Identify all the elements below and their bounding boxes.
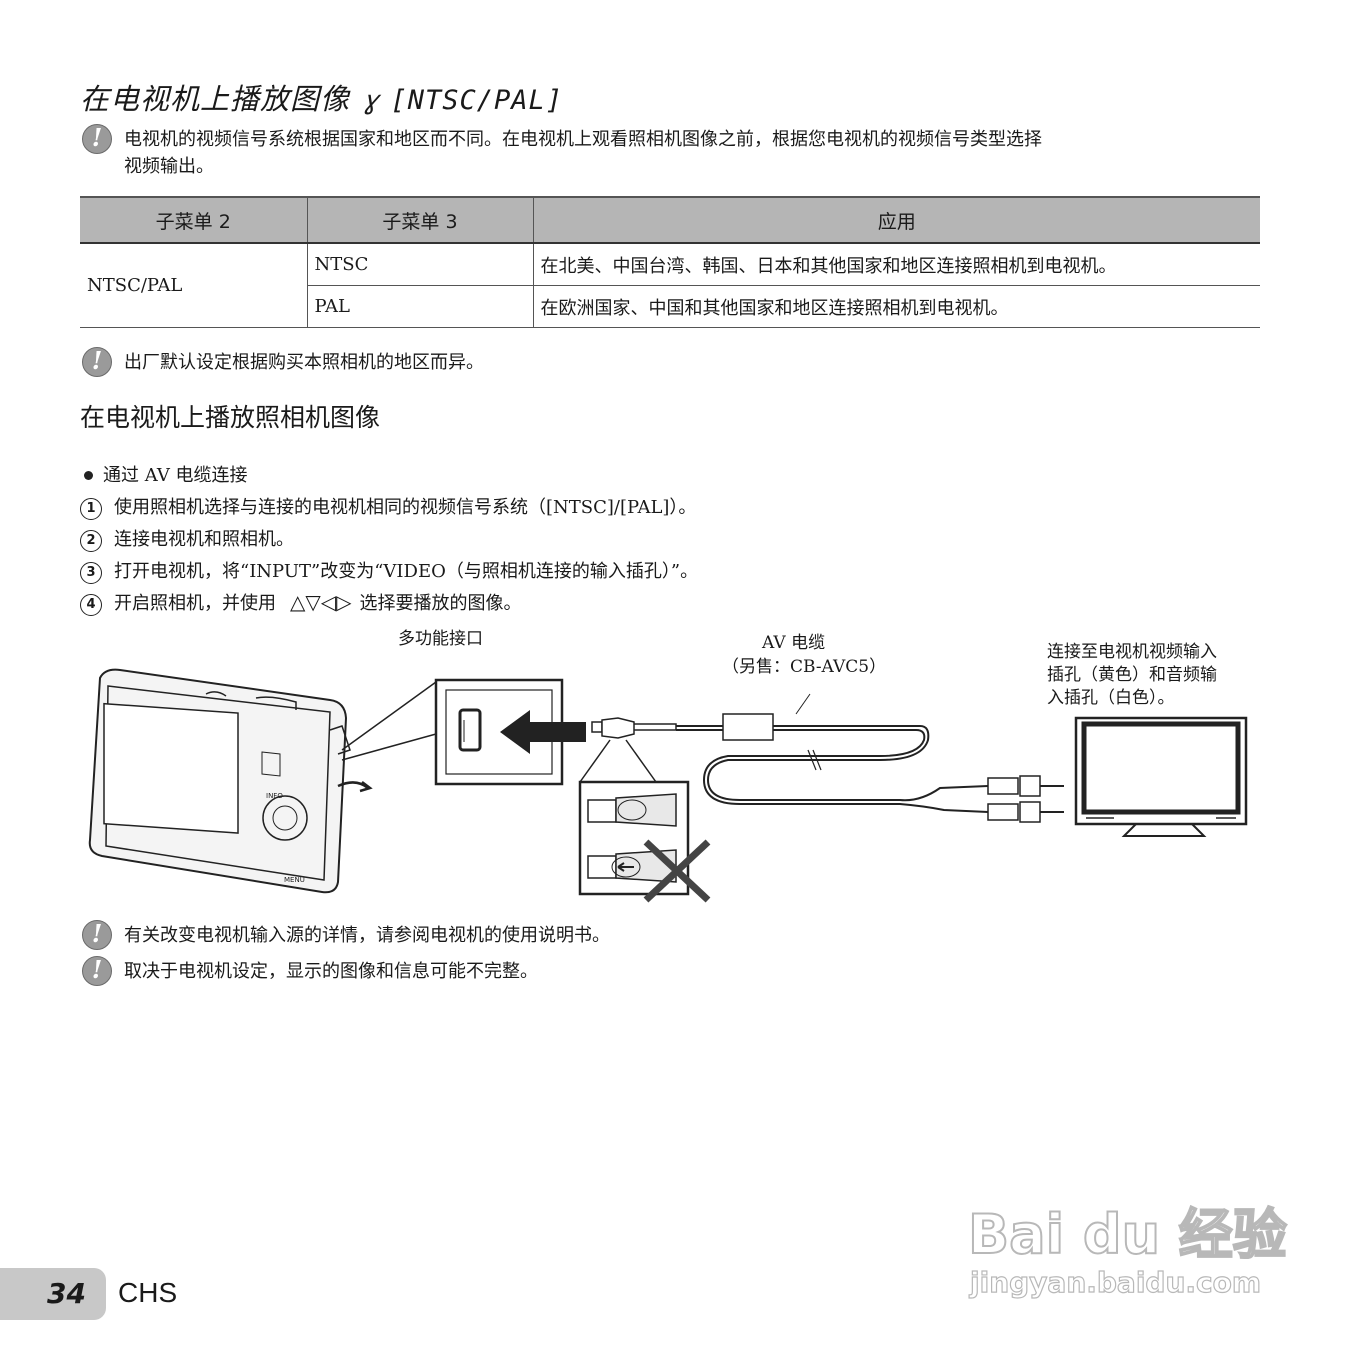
camera-illustration: INFO MENU — [88, 668, 373, 894]
bullet-text: 通过 AV 电缆连接 — [103, 465, 248, 486]
label-av-cable: AV 电缆 — [762, 633, 826, 653]
setup-wrench-icon: ɣ — [361, 86, 384, 116]
step-4: 4 开启照相机，并使用 △▽◁▷ 选择要播放的图像。 — [80, 589, 522, 616]
page-number: 34 — [0, 1268, 106, 1320]
caution-icon — [82, 955, 112, 986]
step-number: 1 — [80, 498, 102, 520]
step-number: 3 — [80, 562, 102, 584]
step-3: 3 打开电视机，将“INPUT”改变为“VIDEO（与照相机连接的输入插孔）”。 — [80, 557, 698, 584]
col-header-submenu3: 子菜单 3 — [306, 196, 533, 244]
table-row: PAL 在欧洲国家、中国和其他国家和地区连接照相机到电视机。 — [80, 285, 1260, 328]
camera-menu-label: MENU — [284, 876, 305, 884]
application-cell: 在北美、中国台湾、韩国、日本和其他国家和地区连接照相机到电视机。 — [532, 243, 1260, 286]
page-title: 在电视机上播放图像 ɣ[NTSC/PAL] — [80, 76, 563, 118]
step-text: 开启照相机，并使用 — [114, 593, 276, 614]
bullet-av-cable: 通过 AV 电缆连接 — [80, 461, 248, 487]
submenu3-cell: NTSC — [306, 243, 533, 286]
tv-illustration — [1074, 716, 1248, 837]
note-default-setting: 出厂默认设定根据购买本照相机的地区而异。 — [124, 352, 484, 373]
arrow-keys-icon: △▽◁▷ — [290, 590, 352, 614]
note-video-signal: 电视机的视频信号系统根据国家和地区而不同。在电视机上观看照相机图像之前，根据您电… — [124, 126, 1264, 180]
label-multi-connector: 多功能接口 — [398, 629, 483, 649]
col-header-submenu2: 子菜单 2 — [80, 196, 307, 244]
label-tv-line: 入插孔（白色）。 — [1047, 688, 1175, 708]
col-header-application: 应用 — [532, 196, 1260, 244]
step-text: 使用照相机选择与连接的电视机相同的视频信号系统（[NTSC]/[PAL]）。 — [114, 497, 697, 518]
language-code: CHS — [118, 1277, 178, 1308]
note-tv-input: 有关改变电视机输入源的详情，请参阅电视机的使用说明书。 — [124, 925, 610, 946]
title-code: [NTSC/PAL] — [390, 85, 564, 116]
caution-icon — [82, 123, 112, 154]
bullet-dot-icon — [84, 470, 93, 480]
label-av-cable-model: （另售：CB-AVC5） — [722, 657, 887, 677]
note-display-incomplete: 取决于电视机设定，显示的图像和信息可能不完整。 — [124, 961, 538, 982]
baidu-watermark-url: jingyan.baidu.com — [969, 1265, 1262, 1299]
step-1: 1 使用照相机选择与连接的电视机相同的视频信号系统（[NTSC]/[PAL]）。 — [80, 493, 696, 520]
port-closeup — [341, 678, 586, 786]
title-text: 在电视机上播放图像 — [80, 82, 351, 116]
caution-icon — [82, 919, 112, 950]
baidu-watermark-logo: Bai du 经验 — [967, 1202, 1288, 1267]
camera-info-label: INFO — [266, 792, 283, 800]
step-number: 2 — [80, 530, 102, 552]
plug-orientation-inset — [578, 780, 711, 903]
application-cell: 在欧洲国家、中国和其他国家和地区连接照相机到电视机。 — [532, 285, 1260, 328]
step-2: 2 连接电视机和照相机。 — [80, 525, 294, 552]
section-heading: 在电视机上播放照相机图像 — [80, 403, 381, 432]
av-cable-illustration — [579, 693, 1064, 823]
label-tv-line: 插孔（黄色）和音频输 — [1047, 665, 1217, 685]
step-text: 打开电视机，将“INPUT”改变为“VIDEO（与照相机连接的输入插孔）”。 — [114, 561, 699, 582]
caution-icon — [82, 346, 112, 377]
note-line-1: 电视机的视频信号系统根据国家和地区而不同。在电视机上观看照相机图像之前，根据您电… — [124, 129, 1042, 150]
label-tv-connection: 连接至电视机视频输入 插孔（黄色）和音频输 入插孔（白色）。 — [1047, 641, 1217, 710]
step-text: 连接电视机和照相机。 — [114, 529, 294, 550]
note-line-2: 视频输出。 — [124, 156, 214, 177]
submenu2-cell: NTSC/PAL — [80, 243, 307, 328]
label-tv-line: 连接至电视机视频输入 — [1047, 642, 1217, 662]
step-text: 选择要播放的图像。 — [359, 593, 522, 614]
ntsc-pal-table: 子菜单 2 子菜单 3 应用 NTSC/PAL NTSC 在北美、中国台湾、韩国… — [80, 196, 1260, 328]
connection-diagram: INFO MENU — [88, 668, 1248, 903]
step-number: 4 — [80, 594, 102, 616]
submenu3-cell: PAL — [306, 285, 533, 328]
table-row: NTSC/PAL NTSC 在北美、中国台湾、韩国、日本和其他国家和地区连接照相… — [80, 243, 1260, 328]
